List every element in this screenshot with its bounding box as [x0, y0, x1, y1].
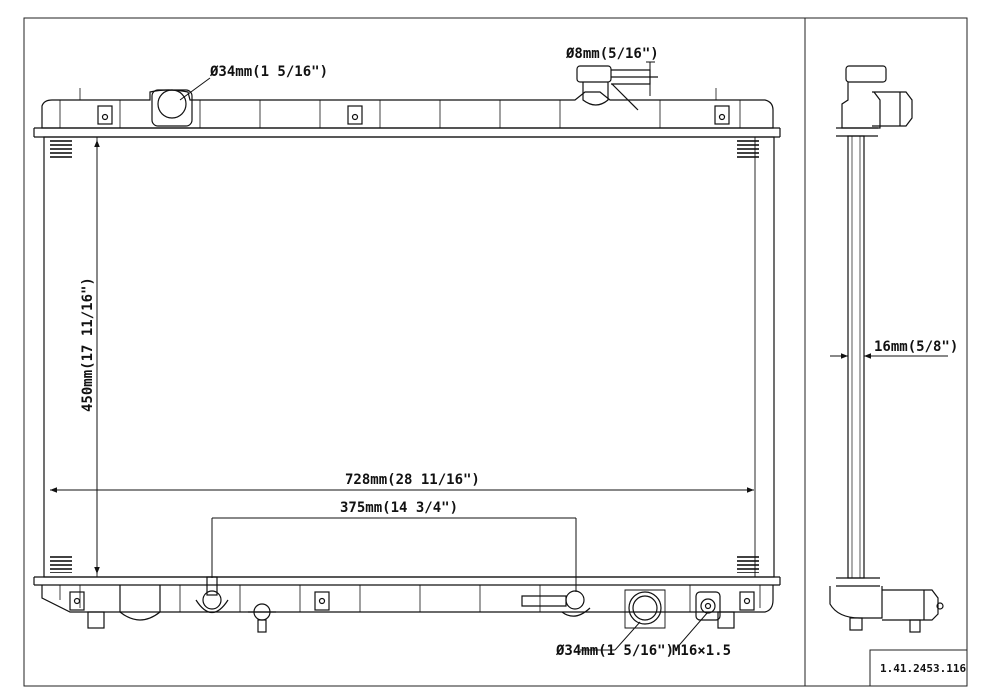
top-mount-tab-right: [714, 105, 730, 125]
drain-thread-boss: [695, 591, 721, 621]
inlet-pipe: [151, 89, 193, 127]
radiator-front-view: [33, 65, 781, 633]
core-fin-hatching: [50, 140, 759, 573]
side-outlet-pipe: [882, 589, 939, 621]
top-mount-tab-left: [97, 105, 113, 125]
top-mount-tab-center: [347, 105, 363, 125]
outlet-diameter-label: Ø34mm(1 5/16"): [555, 643, 674, 659]
bottom-mount-tab-right: [739, 591, 755, 611]
drawing-frame: [23, 17, 968, 687]
inlet-diameter-label: Ø34mm(1 5/16"): [209, 64, 328, 80]
top-tank-ribs: [59, 88, 741, 128]
drain-plug: [248, 603, 276, 633]
dimension-lines: [50, 61, 754, 651]
core-height-label: 450mm(17 11/16"): [80, 277, 96, 412]
part-number: 1.41.2453.116: [880, 662, 966, 675]
bottom-bracket: [119, 585, 161, 621]
core-thickness-label: 16mm(5/8"): [874, 339, 958, 355]
side-core: [847, 135, 865, 579]
side-bottom-tank: [829, 586, 883, 619]
mount-spacing-label: 375mm(14 3/4"): [340, 500, 458, 516]
top-tank: [41, 89, 774, 129]
bottom-mount-tab-center: [314, 591, 330, 611]
mounting-pin-left: [195, 576, 229, 614]
filler-neck: [576, 65, 658, 111]
core-width-label: 728mm(28 11/16"): [345, 472, 480, 488]
outlet-pipe: [624, 589, 666, 629]
vent-diameter-label: Ø8mm(5/16"): [565, 46, 659, 62]
side-filler-cap: [845, 65, 887, 83]
bottom-tank-ribs: [59, 585, 761, 612]
drain-thread-label: M16×1.5: [672, 643, 731, 659]
bottom-tank: [41, 585, 774, 613]
part-number-box: [869, 649, 968, 687]
bottom-mount-tab-left: [69, 591, 85, 611]
mounting-pin-right: [521, 590, 591, 617]
